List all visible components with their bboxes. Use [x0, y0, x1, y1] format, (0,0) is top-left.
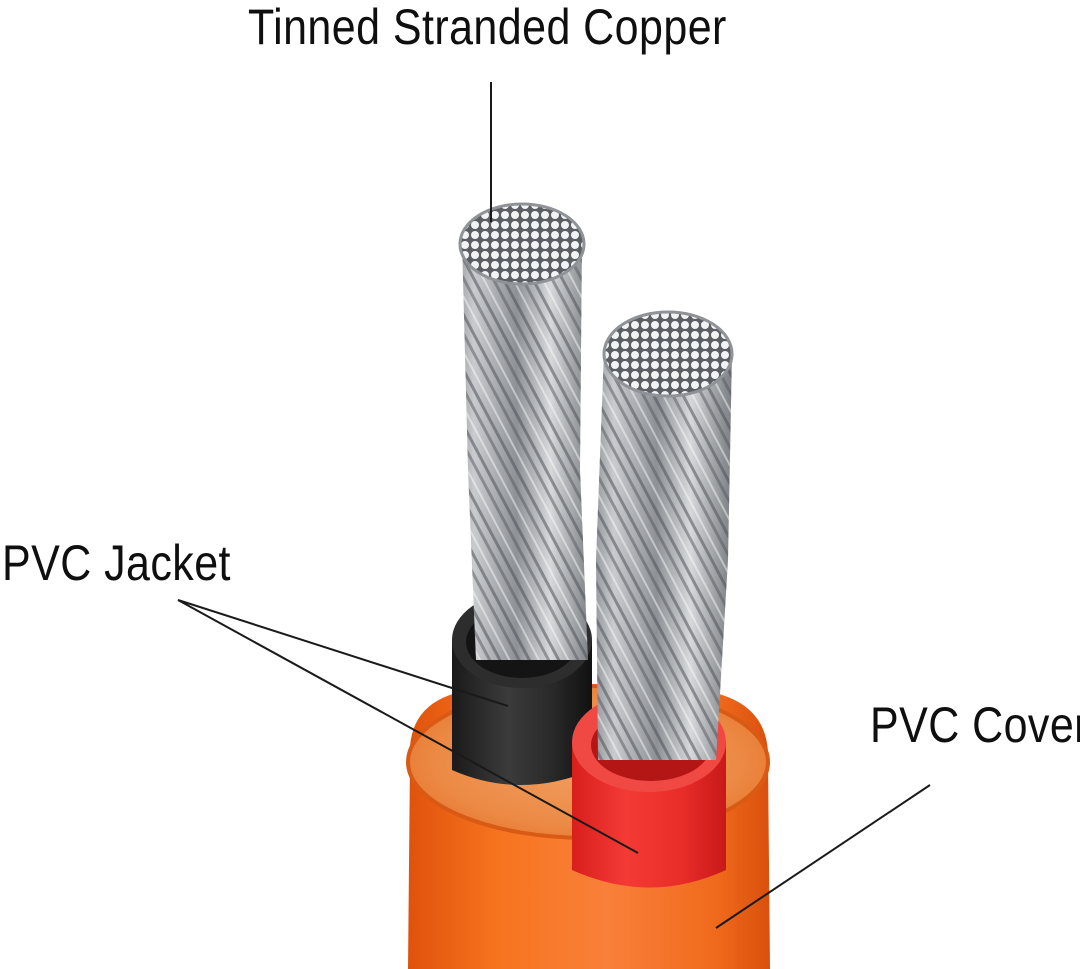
- leader-lines: [177, 82, 931, 929]
- copper-label: Tinned Stranded Copper: [248, 0, 727, 55]
- cover-label: PVC Cover: [870, 697, 1080, 753]
- copper-conductor-left: [458, 202, 588, 660]
- copper-conductor-right: [596, 310, 734, 760]
- cover-leader-line: [715, 784, 931, 929]
- jacket-leader-line-red: [177, 599, 639, 854]
- jacket-label: PVC Jacket: [2, 535, 231, 591]
- jacket-leader-line-black: [177, 599, 509, 707]
